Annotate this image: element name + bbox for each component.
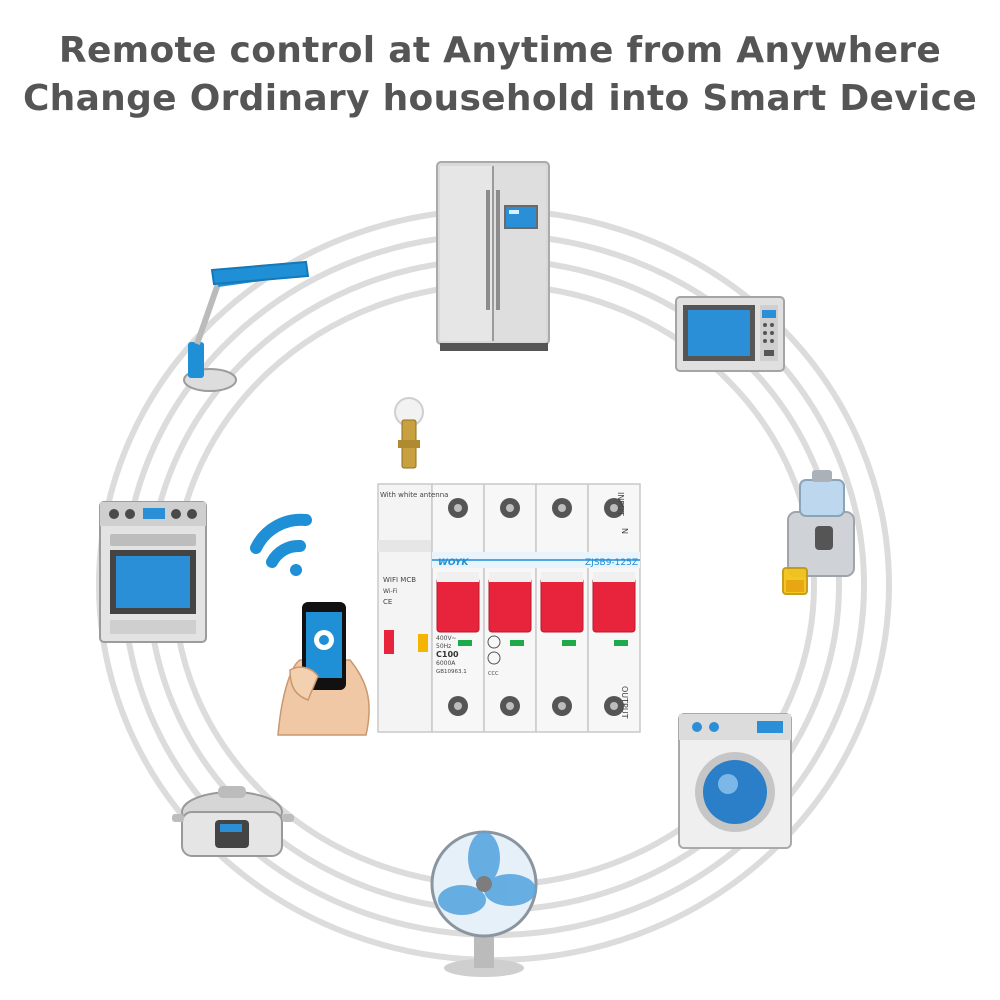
fan-icon: [430, 830, 538, 977]
model-label: ZJSB9-125Z: [585, 558, 638, 568]
desk-lamp-icon: [183, 260, 310, 392]
input-label: INPUT: [616, 492, 625, 516]
wifi-icon: [250, 513, 312, 576]
frequency-label: 50Hz: [436, 643, 451, 650]
headline-line-1: Remote control at Anytime from Anywhere: [58, 30, 942, 71]
output-label: OUTPUT: [620, 686, 629, 719]
brand-label: WOYK: [438, 558, 469, 568]
wifi-mcb-label: WIFI MCB: [383, 576, 416, 584]
wifi-badge: Wi-Fi: [383, 588, 398, 595]
juicer-icon: [782, 470, 855, 595]
breaker-poles: [431, 483, 641, 733]
ccc-mark: CCC: [488, 671, 499, 677]
voltage-label: 400V~: [436, 635, 457, 642]
smartphone-icon: [277, 602, 370, 736]
antenna-label: With white antenna: [380, 491, 448, 499]
standard-label: GB10963.1: [436, 669, 467, 675]
refrigerator-icon: [436, 161, 550, 351]
microwave-icon: [675, 296, 785, 372]
oven-icon: [99, 501, 207, 643]
ce-mark: CE: [383, 598, 392, 606]
neutral-label: N: [620, 528, 629, 534]
circuit-breaker: With white antenna WOYK ZJSB9-125Z WIFI …: [377, 397, 641, 733]
rating-label: C100: [436, 650, 459, 659]
breaking-capacity-label: 6000A: [436, 660, 456, 667]
antenna: [394, 397, 424, 469]
rice-cooker-icon: [172, 786, 294, 857]
washing-machine-icon: [678, 713, 792, 849]
headline-line-2: Change Ordinary household into Smart Dev…: [22, 78, 978, 119]
